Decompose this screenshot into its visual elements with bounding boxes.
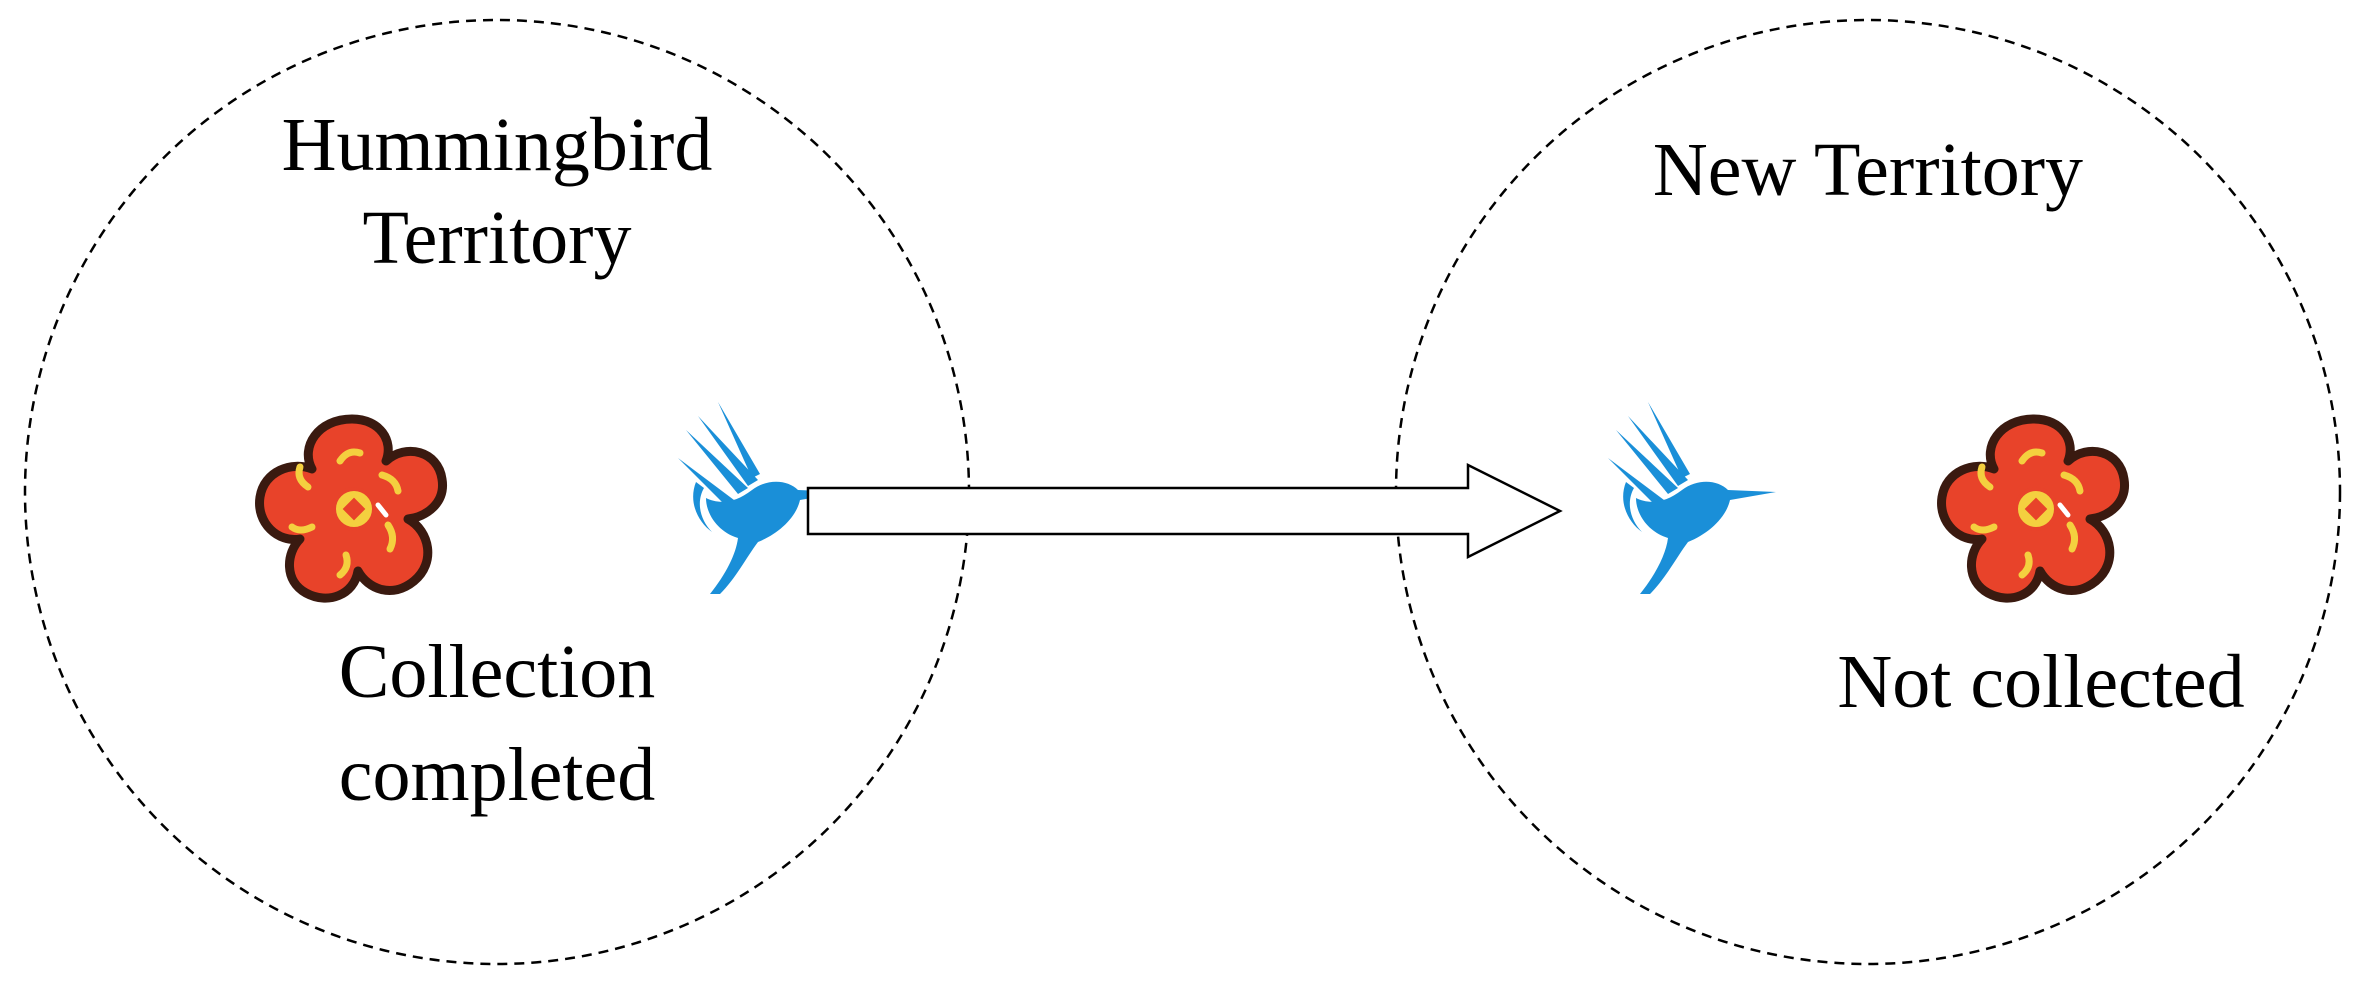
hummingbird-icon (1608, 402, 1776, 594)
collection-status-line1: Collection (339, 630, 656, 714)
migration-arrow (806, 462, 1563, 560)
hummingbird-territory-title-line1: Hummingbird (282, 103, 713, 187)
flower-icon (1942, 419, 2125, 598)
new-territory-title: New Territory (1653, 128, 2083, 212)
new-territory-status: Not collected (1837, 640, 2244, 724)
collection-status-line2: completed (339, 733, 656, 817)
flower-icon (260, 419, 443, 598)
hummingbird-territory-title-line2: Territory (362, 196, 631, 280)
